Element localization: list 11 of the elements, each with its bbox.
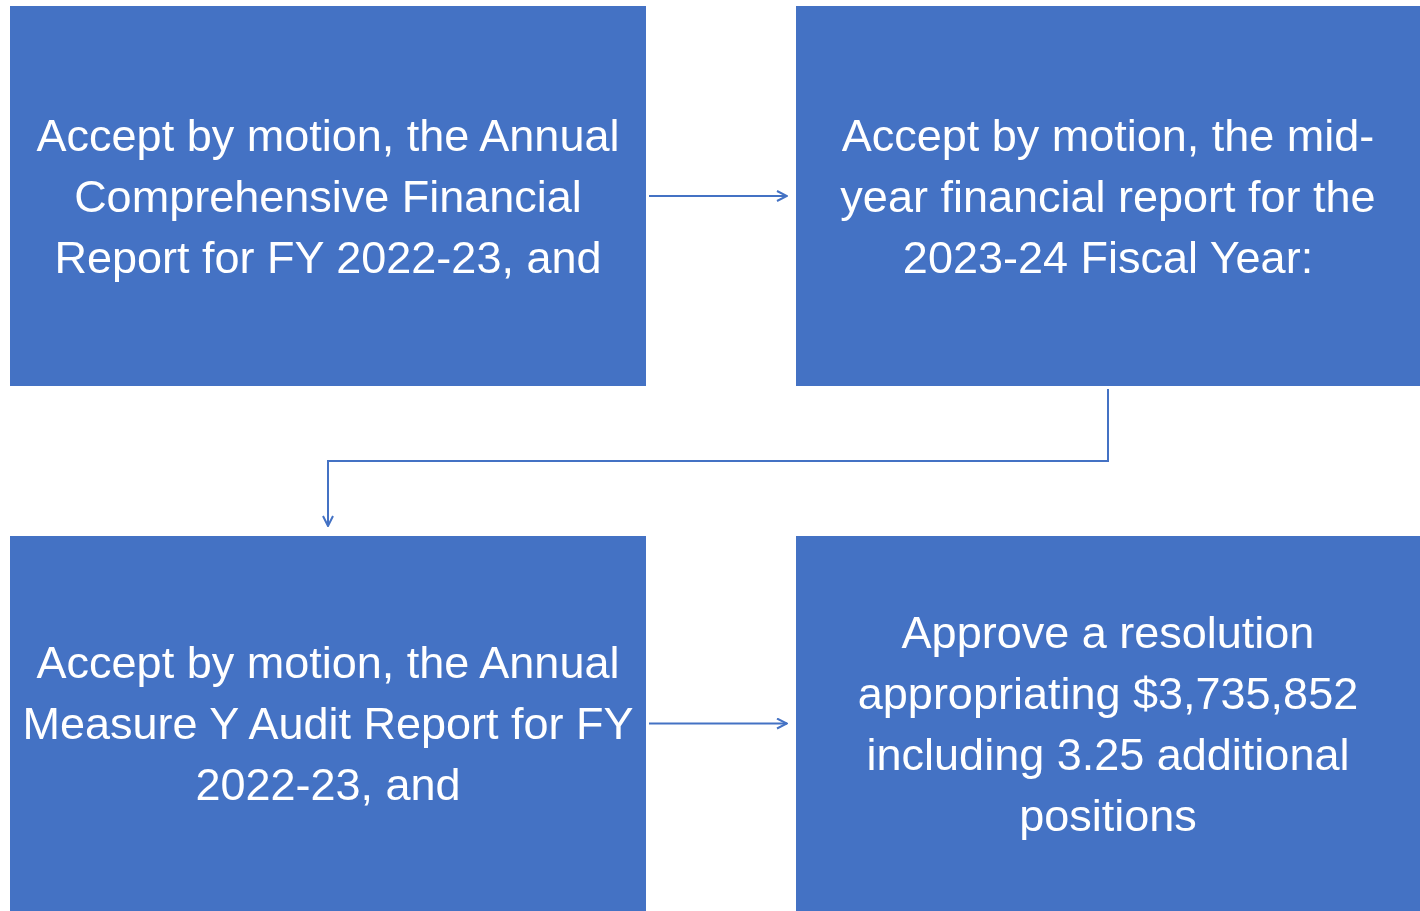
process-box xyxy=(796,6,1420,386)
box-text: Accept by motion, the Annual Measure Y Audit Report for FY 2022-23, and xyxy=(21,636,635,812)
box-text: Approve a resolution appropriating $3,735,852 including 3.25 additional positions xyxy=(856,605,1360,843)
box-text: Accept by motion, the mid-year financial report for the 2023-24 Fiscal Year: xyxy=(839,108,1377,285)
process-box xyxy=(796,536,1420,911)
arrow xyxy=(322,388,1109,527)
process-box xyxy=(10,536,646,911)
process-box xyxy=(10,6,646,386)
arrow xyxy=(648,190,788,202)
arrow xyxy=(648,717,788,730)
box-text: Accept by motion, the Annual Comprehensive Financial Report for FY 2022-23, and xyxy=(35,108,621,285)
